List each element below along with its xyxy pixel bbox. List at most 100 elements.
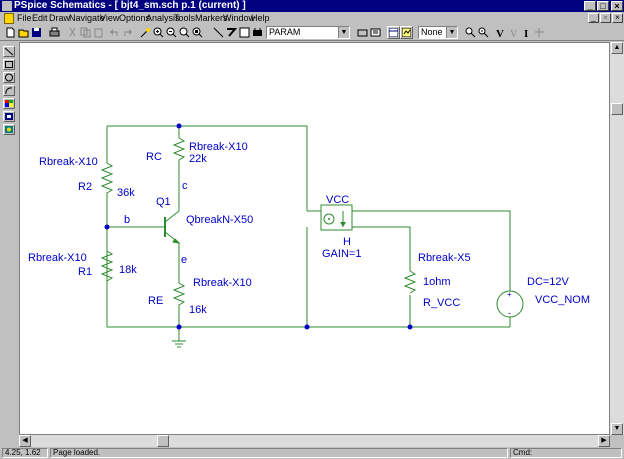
zoom-in-icon[interactable] <box>152 26 165 39</box>
rc-value-label: 22k <box>189 153 207 165</box>
menu-view[interactable]: View <box>100 13 120 23</box>
arc-tool-icon[interactable] <box>3 85 15 96</box>
child-restore-icon[interactable]: ▫ <box>600 13 611 23</box>
vsrc-minus-sign: - <box>508 308 511 318</box>
scroll-down-icon[interactable]: ▼ <box>611 423 623 435</box>
child-minimize-icon[interactable]: _ <box>588 13 599 23</box>
wand-icon[interactable] <box>139 26 152 39</box>
schematic-drawing: + - Rbreak-X10 R2 36k Rbreak-X10 R1 18k … <box>28 123 590 348</box>
child-close-icon[interactable]: × <box>612 13 623 23</box>
app-icon[interactable] <box>2 1 12 11</box>
edit-symbol-icon[interactable] <box>369 26 382 39</box>
wire-h-rvcc <box>352 226 411 271</box>
scroll-right-icon[interactable]: ▶ <box>598 435 610 447</box>
menu-edit[interactable]: Edit <box>32 13 48 23</box>
vsrc-value-label: DC=12V <box>527 276 570 288</box>
menu-analysis[interactable]: Analysis <box>146 13 180 23</box>
simulate-icon[interactable] <box>400 26 413 39</box>
setup-analysis-icon[interactable] <box>387 26 400 39</box>
line-tool-icon[interactable] <box>3 46 15 57</box>
voltage-marker-icon[interactable]: V <box>494 26 507 39</box>
resistor-rvcc <box>403 270 417 294</box>
menu-markers[interactable]: Markers <box>195 13 228 23</box>
probe-icon[interactable] <box>464 26 477 39</box>
menu-bar: File Edit Draw Navigate View Options Ana… <box>0 12 624 25</box>
wire-h-right <box>352 210 511 291</box>
menu-navigate[interactable]: Navigate <box>69 13 105 23</box>
menu-window[interactable]: Window <box>223 13 256 23</box>
maximize-icon[interactable]: □ <box>597 1 609 11</box>
horizontal-scrollbar[interactable]: ◀ ▶ <box>19 435 610 447</box>
open-folder-icon[interactable] <box>17 26 30 39</box>
r2-ref-label: R2 <box>78 181 92 193</box>
dropdown-arrow-icon[interactable]: ▼ <box>446 27 457 38</box>
menu-options[interactable]: Options <box>119 13 151 23</box>
vertical-scroll-thumb[interactable] <box>611 103 623 115</box>
zoom-out-icon[interactable] <box>165 26 178 39</box>
menu-draw[interactable]: Draw <box>49 13 71 23</box>
box-tool-icon[interactable] <box>3 59 15 70</box>
vsrc-ref-label: VCC_NOM <box>535 294 590 306</box>
undo-icon[interactable] <box>108 26 121 39</box>
node-e-label: e <box>181 254 187 266</box>
redo-icon[interactable] <box>121 26 134 39</box>
close-icon[interactable]: × <box>611 1 623 11</box>
menu-file[interactable]: File <box>17 13 32 23</box>
zoom-fit-icon[interactable] <box>191 26 204 39</box>
clear-markers-icon[interactable] <box>533 26 546 39</box>
save-icon[interactable] <box>30 26 43 39</box>
text-tool-icon[interactable] <box>3 111 15 122</box>
vertical-scrollbar[interactable]: ▲ ▼ <box>610 42 624 435</box>
re-part-label: Rbreak-X10 <box>193 277 252 289</box>
edit-attributes-icon[interactable] <box>356 26 369 39</box>
voltage-source <box>496 290 524 318</box>
mark-probe-icon[interactable] <box>477 26 490 39</box>
status-mode: Cmd: <box>510 448 622 458</box>
r2-part-label: Rbreak-X10 <box>39 156 98 168</box>
node-b-label: b <box>124 214 130 226</box>
title-bar: PSpice Schematics - [ bjt4_sm.sch p.1 (c… <box>0 0 624 12</box>
copy-icon[interactable] <box>79 26 92 39</box>
r1-part-label: Rbreak-X10 <box>28 252 87 264</box>
circle-tool-icon[interactable] <box>3 72 15 83</box>
re-ref-label: RE <box>148 295 163 307</box>
q1-ref-label: Q1 <box>156 196 171 208</box>
document-icon[interactable] <box>4 13 14 24</box>
color-tool-icon[interactable] <box>3 98 15 109</box>
paste-icon[interactable] <box>92 26 105 39</box>
part-name-combo[interactable]: PARAM ▼ <box>266 26 350 39</box>
draw-block-icon[interactable] <box>238 26 251 39</box>
voltage-diff-marker-icon[interactable]: V <box>507 26 520 39</box>
cut-icon[interactable] <box>66 26 79 39</box>
resistor-re <box>172 282 186 311</box>
draw-bus-icon[interactable] <box>225 26 238 39</box>
menu-tools[interactable]: Tools <box>174 13 196 23</box>
cccs-ref-label: H <box>343 236 351 248</box>
get-part-icon[interactable] <box>251 26 264 39</box>
r1-ref-label: R1 <box>78 266 92 278</box>
resistor-rc <box>172 137 186 163</box>
dropdown-arrow-icon[interactable]: ▼ <box>338 27 349 38</box>
picture-tool-icon[interactable] <box>3 124 15 135</box>
scroll-up-icon[interactable]: ▲ <box>611 42 623 54</box>
vsrc-plus-sign: + <box>507 290 512 299</box>
menu-help[interactable]: Help <box>251 13 270 23</box>
horizontal-scroll-thumb[interactable] <box>157 435 169 447</box>
zoom-area-icon[interactable] <box>178 26 191 39</box>
minimize-icon[interactable]: _ <box>584 1 596 11</box>
r1-value-label: 18k <box>119 264 137 276</box>
draw-wire-icon[interactable] <box>212 26 225 39</box>
print-icon[interactable] <box>48 26 61 39</box>
r2-value-label: 36k <box>117 187 135 199</box>
part-name-value: PARAM <box>269 27 301 37</box>
rvcc-ref-label: R_VCC <box>423 297 460 309</box>
display-mode-combo[interactable]: None▼ <box>418 26 458 39</box>
schematic-canvas[interactable]: + - Rbreak-X10 R2 36k Rbreak-X10 R1 18k … <box>19 42 610 435</box>
main-toolbar: PARAM ▼ None▼ V V I <box>0 25 624 41</box>
window-title: PSpice Schematics - [ bjt4_sm.sch p.1 (c… <box>14 0 246 11</box>
scroll-left-icon[interactable]: ◀ <box>19 435 31 447</box>
new-file-icon[interactable] <box>4 26 17 39</box>
svg-text:V: V <box>496 28 504 38</box>
current-marker-icon[interactable]: I <box>520 26 533 39</box>
status-coords: 4.25, 1.62 <box>2 448 48 458</box>
